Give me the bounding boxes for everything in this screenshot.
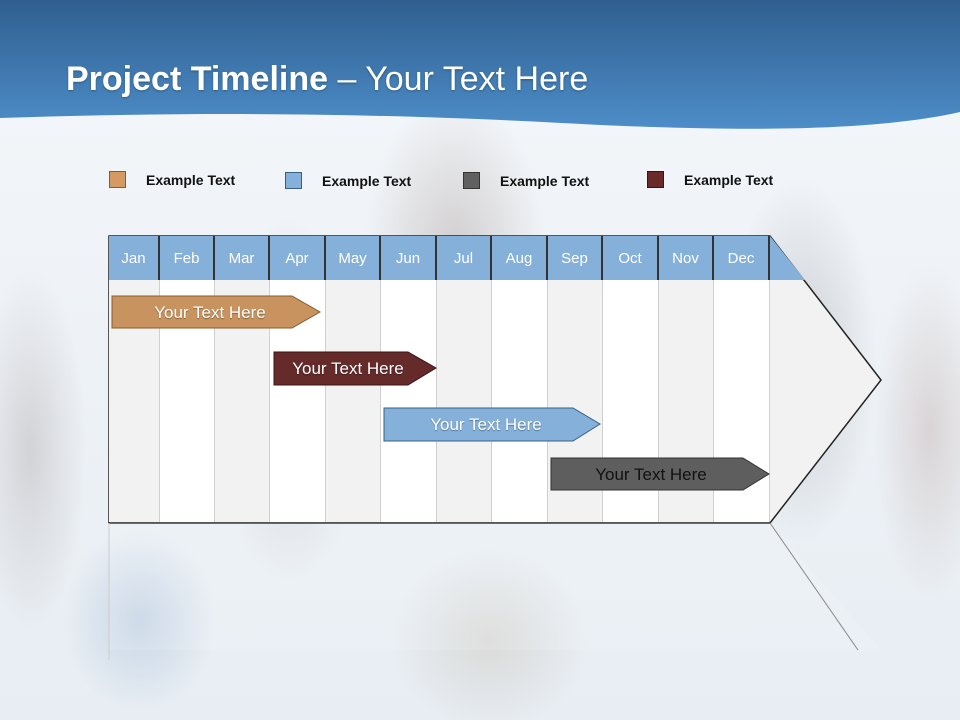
month-column [381,280,437,522]
task-bar-1[interactable]: Your Text Here [154,302,266,322]
month-header-aug: Aug [492,236,548,280]
month-header-feb: Feb [160,236,215,280]
legend-item-2: Example Text [285,172,411,189]
legend-label: Example Text [146,171,236,188]
legend-label: Example Text [684,171,774,188]
month-header-apr: Apr [270,236,326,280]
month-header-sep: Sep [548,236,603,280]
month-header-dec: Dec [714,236,770,280]
legend-swatch-blue [285,172,302,189]
legend-item-4: Example Text [647,171,773,188]
month-header-oct: Oct [603,236,659,280]
month-header-jun: Jun [381,236,437,280]
month-header-jul: Jul [437,236,492,280]
month-column [437,280,492,522]
month-header-mar: Mar [215,236,270,280]
task-bar-4[interactable]: Your Text Here [595,464,707,484]
month-header-jan: Jan [109,236,160,280]
legend-label: Example Text [500,172,590,189]
legend-swatch-gray [463,172,480,189]
legend-swatch-tan [109,171,126,188]
legend-item-1: Example Text [109,171,235,188]
header-banner [0,0,960,129]
legend-label: Example Text [322,172,412,189]
page-title: Project Timeline – Your Text Here [66,60,589,98]
month-header-nov: Nov [659,236,714,280]
month-header-may: May [326,236,381,280]
month-column [326,280,381,522]
task-bar-3[interactable]: Your Text Here [430,414,542,434]
month-column [492,280,548,522]
legend-item-3: Example Text [463,172,589,189]
task-bar-2[interactable]: Your Text Here [292,358,404,378]
legend-swatch-maroon [647,171,664,188]
